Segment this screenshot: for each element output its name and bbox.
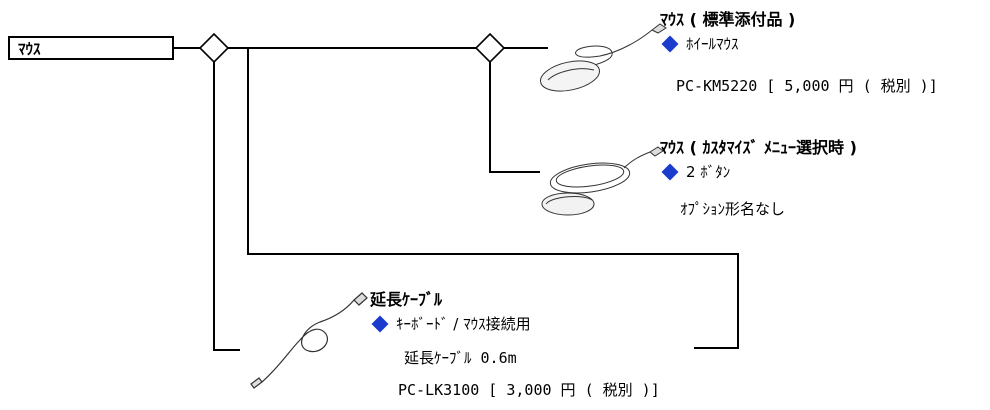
cable-image [250, 292, 368, 389]
mouse-standard-type: ﾎｲｰﾙﾏｳｽ [686, 35, 739, 53]
mouse-standard-image [540, 23, 667, 92]
cable-title: 延長ｹｰﾌﾞﾙ [370, 290, 443, 309]
connector-to-cable-top [247, 48, 739, 349]
mouse-standard-model: PC-KM5220 [ 5,000 円 ( 税別 )] [676, 77, 938, 95]
cable-model: PC-LK3100 [ 3,000 円 ( 税別 )] [398, 381, 660, 399]
junction-diamond-1 [198, 32, 230, 64]
connector-to-cable-left [213, 62, 240, 351]
mouse-custom-image [541, 146, 664, 216]
cable-length: 延長ｹｰﾌﾞﾙ 0.6m [404, 349, 517, 367]
connector-to-mouse-custom [489, 62, 540, 173]
root-box: ﾏｳｽ [8, 36, 174, 60]
root-label: ﾏｳｽ [18, 40, 41, 58]
mouse-custom-type: 2 ﾎﾞﾀﾝ [686, 163, 731, 181]
cable-usage: ｷｰﾎﾞｰﾄﾞ / ﾏｳｽ接続用 [396, 315, 531, 333]
mouse-custom-model: ｵﾌﾟｼｮﾝ形名なし [680, 200, 786, 218]
mouse-custom-title: ﾏｳｽ ( ｶｽﾀﾏｲｽﾞ ﾒﾆｭｰ選択時 ) [660, 138, 857, 157]
junction-diamond-2 [474, 32, 506, 64]
mouse-standard-title: ﾏｳｽ ( 標準添付品 ) [660, 10, 796, 29]
